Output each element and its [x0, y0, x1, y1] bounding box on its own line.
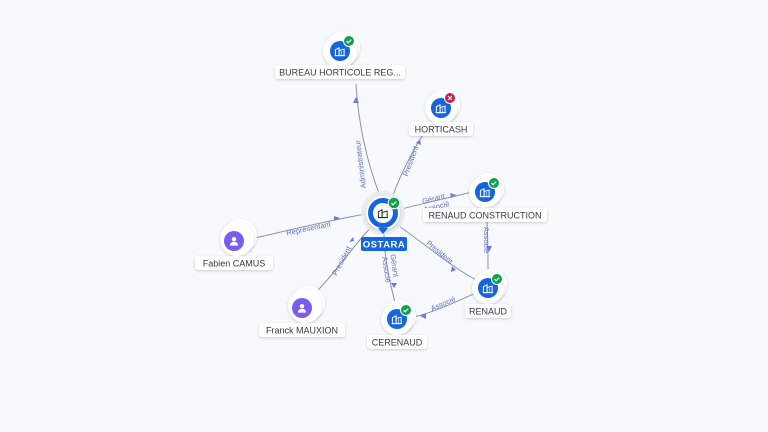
edge-label: Associé [380, 256, 393, 283]
node-label: Franck MAUXION [266, 326, 338, 336]
node-label: RENAUD CONSTRUCTION [428, 211, 541, 221]
node-label: BUREAU HORTICOLE REG... [279, 68, 401, 78]
edge-ostara-renaud [395, 223, 481, 283]
status-active-icon [491, 273, 503, 285]
node-label: HORTICASH [415, 125, 468, 135]
edge-renaud-cerenaud [409, 291, 479, 319]
edge-arrow [416, 139, 421, 145]
edge-fabien-ostara [245, 213, 367, 241]
edge-arrow [450, 193, 456, 198]
edge-ostara-bureau [355, 83, 381, 197]
status-active-icon [488, 177, 500, 189]
edge-label: Associé [429, 294, 457, 313]
node-label: Fabien CAMUS [203, 259, 266, 269]
edge-arrow [420, 313, 426, 319]
status-active-icon [343, 35, 355, 47]
edge-arrow [451, 266, 456, 272]
node-ostara-center[interactable]: OSTARA [361, 191, 407, 251]
node-label: CERENAUD [372, 338, 423, 348]
edge-label: Administrateur [353, 139, 368, 189]
edge-label: Associé [482, 227, 491, 253]
node-renaud-construction[interactable]: RENAUD CONSTRUCTION [423, 173, 547, 222]
node-cerenaud[interactable]: CERENAUD [367, 300, 427, 349]
edge-arrow [334, 216, 340, 221]
node-label: RENAUD [469, 307, 508, 317]
status-active-icon [387, 196, 401, 210]
edge-arrow [349, 237, 354, 242]
node-franck-mauxion[interactable]: Franck MAUXION [259, 286, 345, 337]
edge-label: President [401, 144, 421, 178]
edge-arrow [353, 97, 359, 103]
edge-label: President [330, 244, 353, 277]
edge-arrow [486, 246, 492, 252]
node-fabien-camus[interactable]: Fabien CAMUS [195, 219, 273, 270]
node-horticash[interactable]: HORTICASH [409, 89, 473, 136]
edge-label: Représentant [286, 219, 333, 237]
edge-label: Gérant [388, 254, 400, 279]
center-node-label: OSTARA [363, 240, 405, 251]
edge-label: President [425, 238, 456, 266]
status-active-icon [400, 304, 412, 316]
node-renaud[interactable]: RENAUD [465, 269, 511, 318]
edge-arrow [391, 283, 397, 288]
node-bureau[interactable]: BUREAU HORTICOLE REG... [275, 31, 405, 79]
